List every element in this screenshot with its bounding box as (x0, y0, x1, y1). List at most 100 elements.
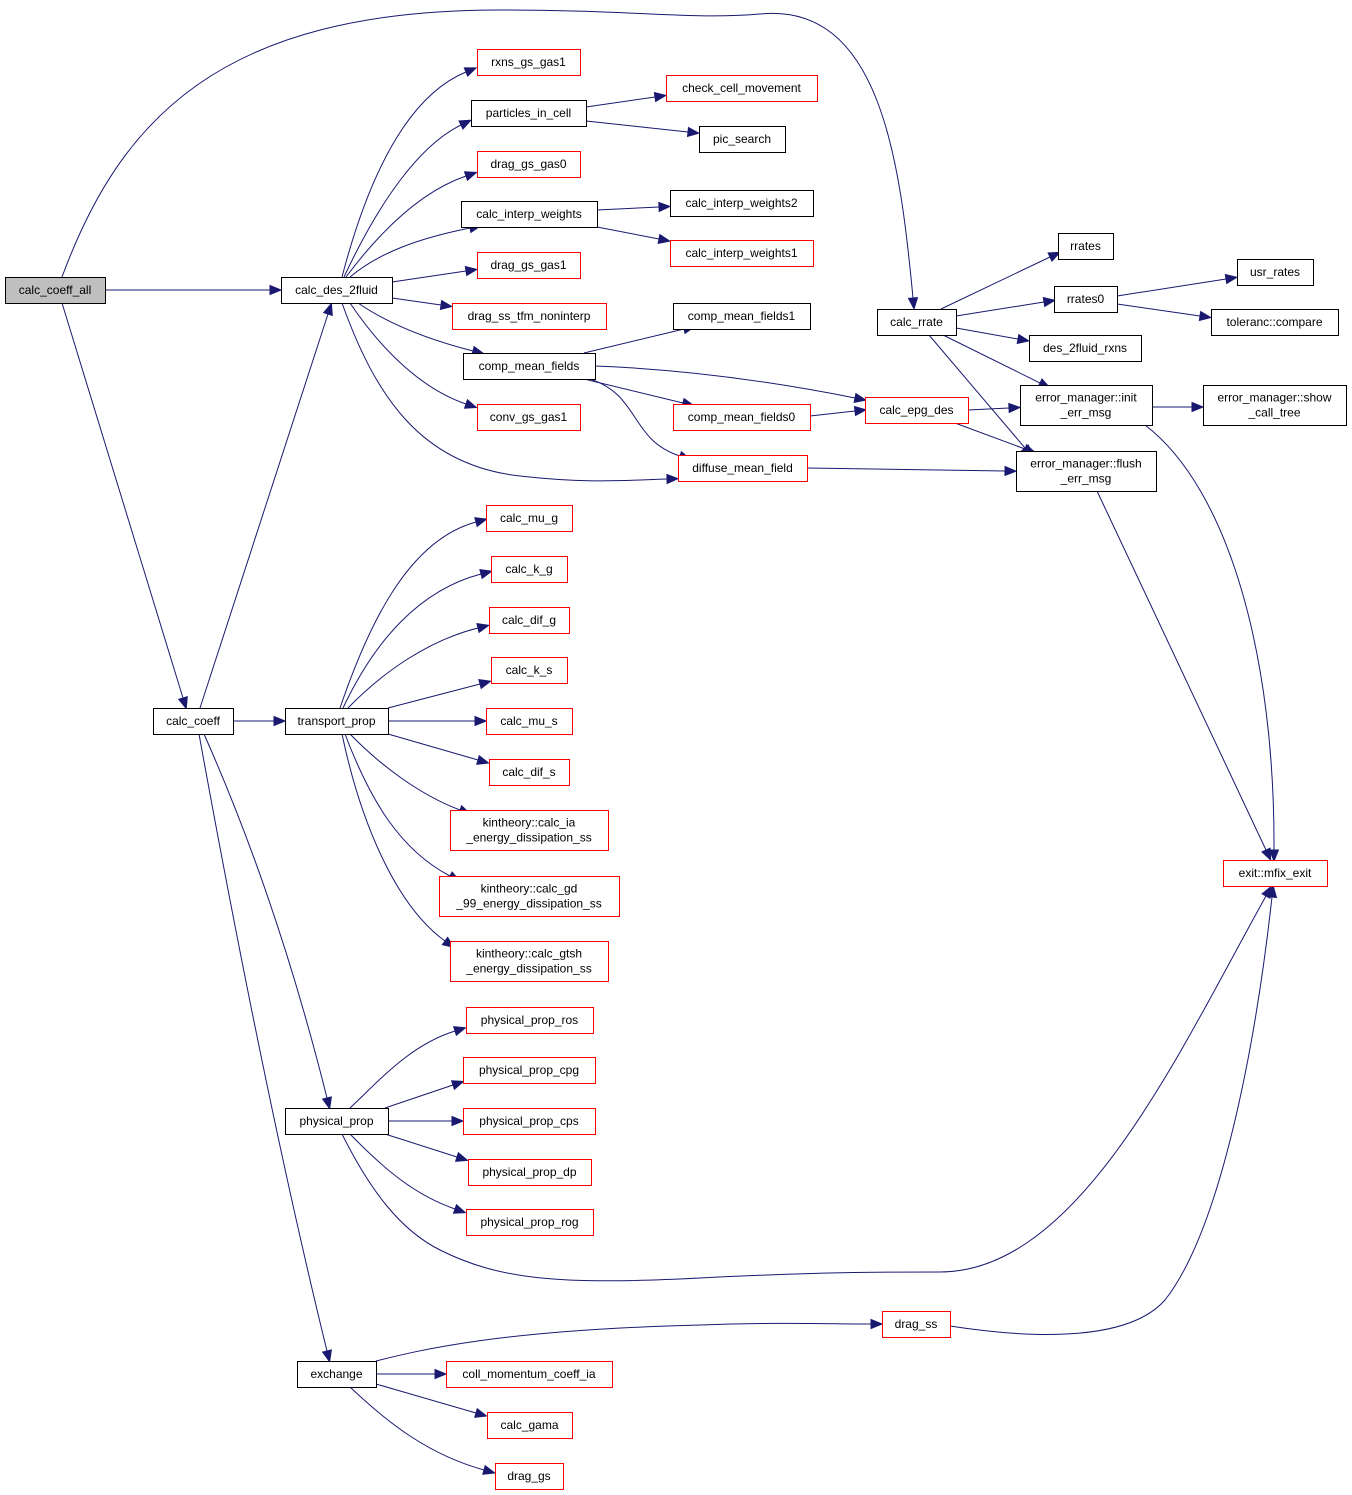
node-drag-gs-gas0[interactable]: drag_gs_gas0 (477, 151, 581, 178)
node-comp-mean-fields0[interactable]: comp_mean_fields0 (673, 404, 811, 431)
node-box[interactable] (471, 100, 587, 127)
node-usr-rates[interactable]: usr_rates (1237, 259, 1314, 286)
node-particles-in-cell[interactable]: particles_in_cell (471, 100, 587, 127)
node-box[interactable] (489, 759, 570, 786)
node-box[interactable] (439, 876, 620, 917)
node-rrates[interactable]: rrates (1058, 233, 1114, 260)
node-box[interactable] (285, 708, 389, 735)
node-box[interactable] (495, 1463, 564, 1490)
node-box[interactable] (477, 151, 581, 178)
node-box[interactable] (1029, 335, 1142, 362)
node-physical-prop-cpg[interactable]: physical_prop_cpg (463, 1057, 596, 1084)
node-calc-k-g[interactable]: calc_k_g (491, 556, 568, 583)
node-diffuse-mean-field[interactable]: diffuse_mean_field (678, 455, 808, 482)
node-box[interactable] (489, 607, 570, 634)
node-exit-mfix-exit[interactable]: exit::mfix_exit (1223, 860, 1328, 887)
node-box[interactable] (670, 190, 814, 217)
node-drag-gs-gas1[interactable]: drag_gs_gas1 (477, 252, 581, 279)
node-calc-des-2fluid[interactable]: calc_des_2fluid (281, 277, 393, 304)
node-box[interactable] (666, 75, 818, 102)
node-calc-epg-des[interactable]: calc_epg_des (865, 397, 969, 424)
node-calc-interp-weights[interactable]: calc_interp_weights (461, 201, 598, 228)
node-error-manager-flush-err-msg[interactable]: error_manager::flush_err_msg (1016, 451, 1157, 492)
node-calc-interp-weights2[interactable]: calc_interp_weights2 (670, 190, 814, 217)
node-exchange[interactable]: exchange (297, 1361, 377, 1388)
node-comp-mean-fields[interactable]: comp_mean_fields (463, 353, 596, 380)
node-check-cell-movement[interactable]: check_cell_movement (666, 75, 818, 102)
node-box[interactable] (1237, 259, 1314, 286)
node-pic-search[interactable]: pic_search (699, 126, 786, 153)
node-comp-mean-fields1[interactable]: comp_mean_fields1 (673, 303, 811, 330)
node-calc-dif-s[interactable]: calc_dif_s (489, 759, 570, 786)
node-box[interactable] (1020, 385, 1153, 426)
node-box[interactable] (486, 708, 573, 735)
node-drag-ss-tfm-noninterp[interactable]: drag_ss_tfm_noninterp (452, 303, 607, 330)
node-box[interactable] (463, 353, 596, 380)
node-physical-prop[interactable]: physical_prop (285, 1108, 389, 1135)
node-box[interactable] (865, 397, 969, 424)
node-coll-momentum-coeff-ia[interactable]: coll_momentum_coeff_ia (446, 1361, 613, 1388)
node-calc-coeff-all[interactable]: calc_coeff_all (5, 277, 106, 304)
node-calc-mu-s[interactable]: calc_mu_s (486, 708, 573, 735)
node-box[interactable] (1203, 385, 1347, 426)
node-box[interactable] (461, 201, 598, 228)
node-rxns-gs-gas1[interactable]: rxns_gs_gas1 (477, 49, 581, 76)
node-calc-mu-g[interactable]: calc_mu_g (486, 505, 573, 532)
node-box[interactable] (491, 556, 568, 583)
node-box[interactable] (281, 277, 393, 304)
node-box[interactable] (1016, 451, 1157, 492)
node-box[interactable] (285, 1108, 389, 1135)
node-box[interactable] (477, 252, 581, 279)
node-box[interactable] (491, 657, 568, 684)
node-box[interactable] (1058, 233, 1114, 260)
node-toleranc-compare[interactable]: toleranc::compare (1211, 309, 1339, 336)
node-box[interactable] (1054, 286, 1118, 313)
node-box[interactable] (466, 1209, 594, 1236)
node-calc-gama[interactable]: calc_gama (487, 1412, 573, 1439)
node-box[interactable] (477, 49, 581, 76)
node-kintheory-calc-ia[interactable]: kintheory::calc_ia_energy_dissipation_ss (450, 810, 609, 851)
node-box[interactable] (153, 708, 234, 735)
node-drag-gs[interactable]: drag_gs (495, 1463, 564, 1490)
node-physical-prop-rog[interactable]: physical_prop_rog (466, 1209, 594, 1236)
node-box[interactable] (5, 277, 106, 304)
node-error-manager-init-err-msg[interactable]: error_manager::init_err_msg (1020, 385, 1153, 426)
node-box[interactable] (487, 1412, 573, 1439)
node-kintheory-calc-gd-99[interactable]: kintheory::calc_gd_99_energy_dissipation… (439, 876, 620, 917)
node-physical-prop-cps[interactable]: physical_prop_cps (463, 1108, 596, 1135)
node-box[interactable] (1223, 860, 1328, 887)
node-box[interactable] (882, 1311, 951, 1338)
node-box[interactable] (297, 1361, 377, 1388)
node-box[interactable] (673, 303, 811, 330)
node-conv-gs-gas1[interactable]: conv_gs_gas1 (477, 404, 581, 431)
node-box[interactable] (1211, 309, 1339, 336)
node-box[interactable] (699, 126, 786, 153)
node-transport-prop[interactable]: transport_prop (285, 708, 389, 735)
node-box[interactable] (673, 404, 811, 431)
node-box[interactable] (463, 1108, 596, 1135)
node-box[interactable] (446, 1361, 613, 1388)
node-kintheory-calc-gtsh[interactable]: kintheory::calc_gtsh_energy_dissipation_… (450, 941, 609, 982)
node-calc-dif-g[interactable]: calc_dif_g (489, 607, 570, 634)
node-drag-ss[interactable]: drag_ss (882, 1311, 951, 1338)
node-calc-coeff[interactable]: calc_coeff (153, 708, 234, 735)
node-box[interactable] (877, 309, 957, 336)
node-box[interactable] (678, 455, 808, 482)
node-physical-prop-ros[interactable]: physical_prop_ros (466, 1007, 594, 1034)
node-box[interactable] (452, 303, 607, 330)
node-box[interactable] (466, 1007, 594, 1034)
node-box[interactable] (463, 1057, 596, 1084)
node-physical-prop-dp[interactable]: physical_prop_dp (468, 1159, 592, 1186)
node-box[interactable] (670, 240, 814, 267)
node-error-manager-show-call-tree[interactable]: error_manager::show_call_tree (1203, 385, 1347, 426)
node-rrates0[interactable]: rrates0 (1054, 286, 1118, 313)
node-calc-interp-weights1[interactable]: calc_interp_weights1 (670, 240, 814, 267)
node-box[interactable] (486, 505, 573, 532)
node-calc-rrate[interactable]: calc_rrate (877, 309, 957, 336)
node-box[interactable] (450, 941, 609, 982)
node-box[interactable] (468, 1159, 592, 1186)
node-des-2fluid-rxns[interactable]: des_2fluid_rxns (1029, 335, 1142, 362)
node-box[interactable] (477, 404, 581, 431)
node-calc-k-s[interactable]: calc_k_s (491, 657, 568, 684)
node-box[interactable] (450, 810, 609, 851)
